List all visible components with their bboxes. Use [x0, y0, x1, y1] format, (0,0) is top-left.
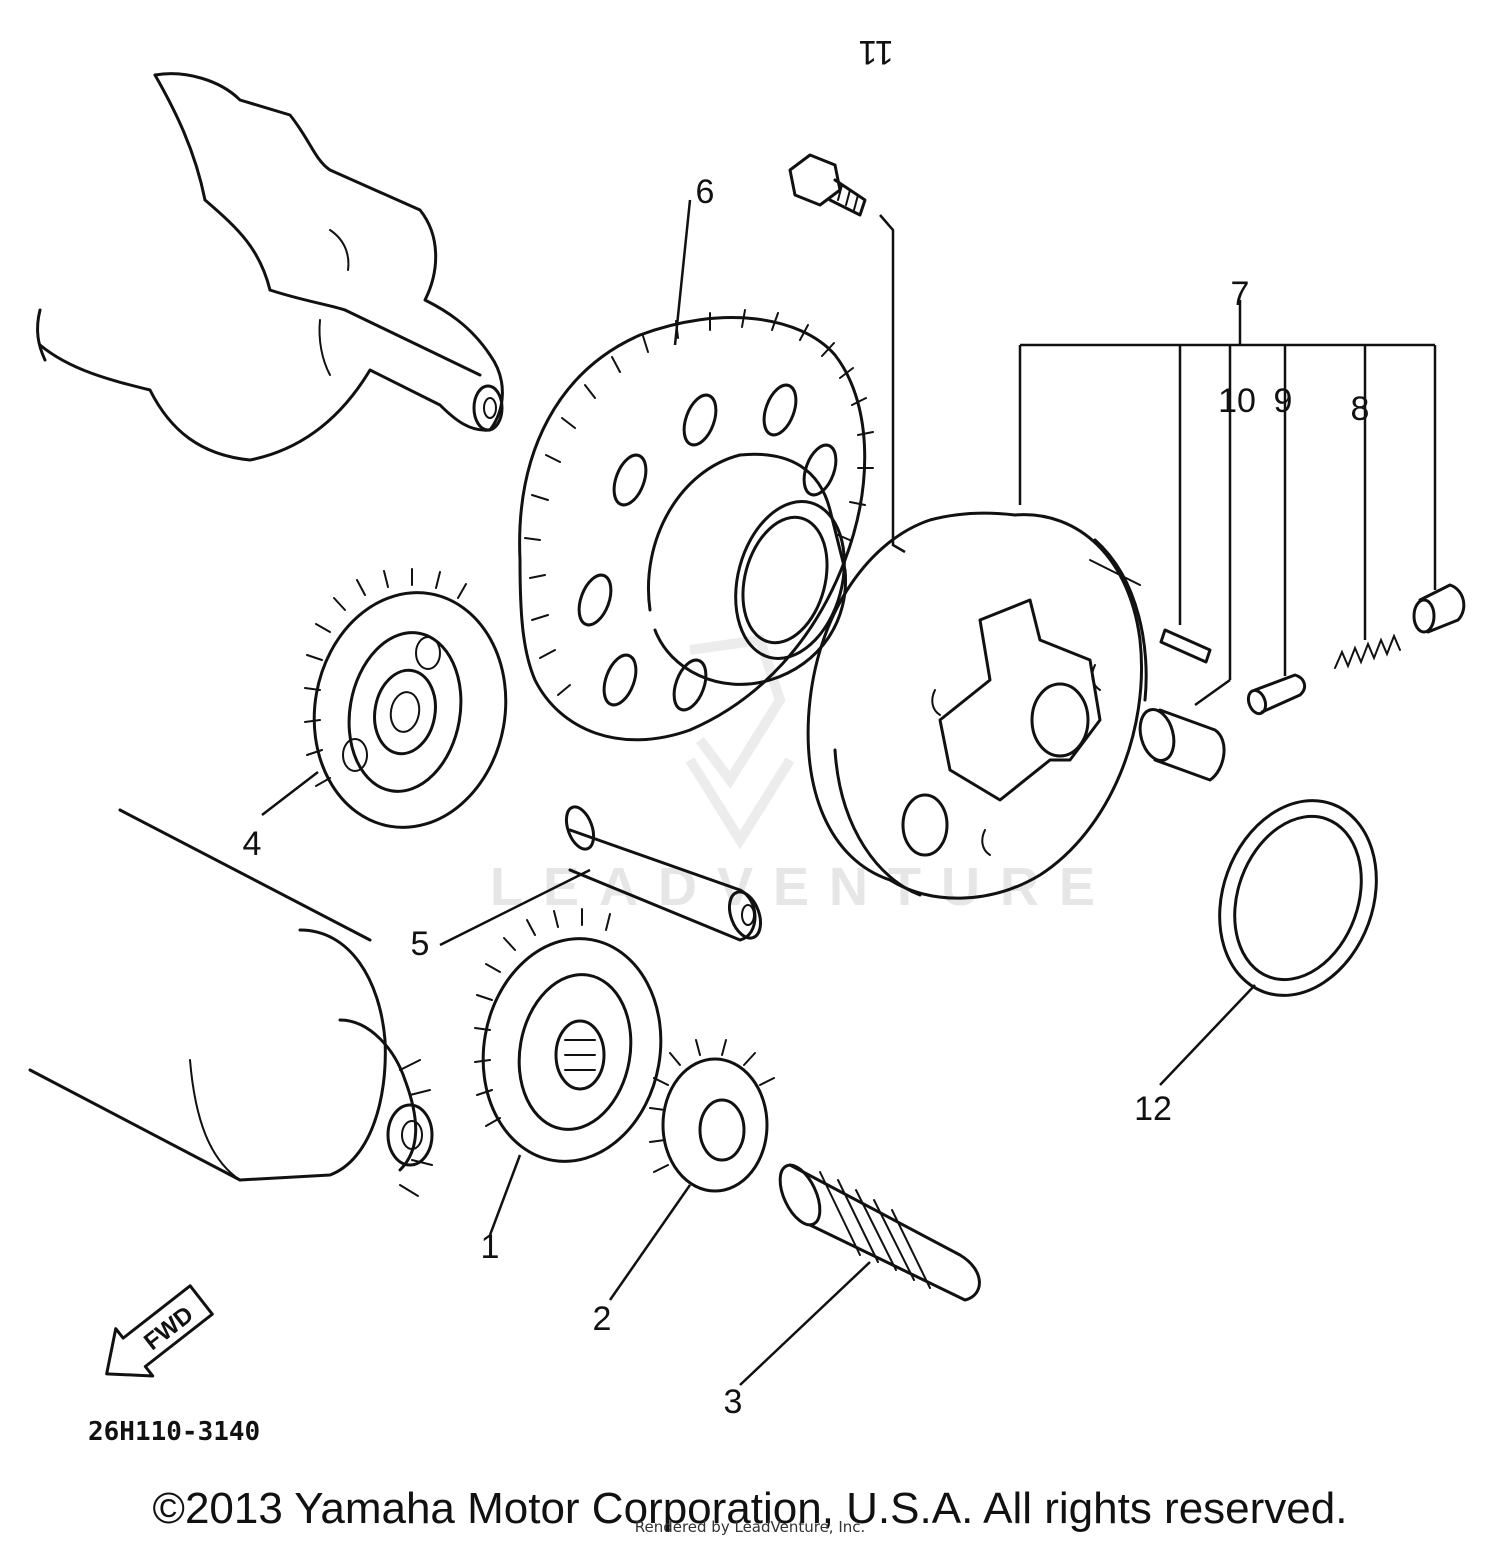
- callout-2: 2: [593, 1300, 612, 1338]
- callout-3: 3: [724, 1383, 743, 1421]
- spring-part-8: [1334, 625, 1401, 669]
- crankshaft: [36, 72, 504, 462]
- diagram-code: 26H110-3140: [88, 1417, 260, 1447]
- callout-12: 12: [1134, 1090, 1172, 1128]
- washer-part-12: [1159, 799, 1378, 1086]
- starter-clutch-part-7: [806, 300, 1437, 900]
- splined-shaft-part-3: [739, 1163, 981, 1386]
- copyright-notice: ©2013 Yamaha Motor Corporation, U.S.A. A…: [152, 1484, 1348, 1533]
- callout-11: 11: [858, 33, 893, 71]
- callout-6: 6: [696, 173, 715, 211]
- pin: [1159, 628, 1212, 664]
- callout-10: 10: [1218, 382, 1256, 420]
- callout-7: 7: [1231, 275, 1250, 313]
- callout-5: 5: [411, 925, 430, 963]
- roller-part-10: [1138, 678, 1231, 782]
- callout-9: 9: [1274, 382, 1293, 420]
- bolt-part-11: [788, 153, 906, 554]
- watermark-text: LEADVENTURE: [490, 857, 1115, 917]
- starter-motor: [28, 808, 434, 1197]
- plunger-part-9: [1246, 670, 1307, 716]
- rendered-by-text: Rendered by LeadVenture, Inc.: [634, 1518, 866, 1536]
- shaft-part-5: [439, 805, 763, 947]
- callout-1: 1: [481, 1228, 500, 1266]
- gear-part-2: [608, 1039, 775, 1301]
- callout-8: 8: [1351, 390, 1370, 428]
- cap-part: [1412, 583, 1466, 634]
- idle-gear-part-4: [261, 568, 508, 829]
- driven-gear-part-6: [518, 199, 874, 742]
- callout-4: 4: [243, 825, 262, 863]
- forward-arrow-icon: FWD: [105, 1284, 214, 1378]
- gear-part-1: [474, 908, 663, 1236]
- watermark-logo: [685, 634, 795, 850]
